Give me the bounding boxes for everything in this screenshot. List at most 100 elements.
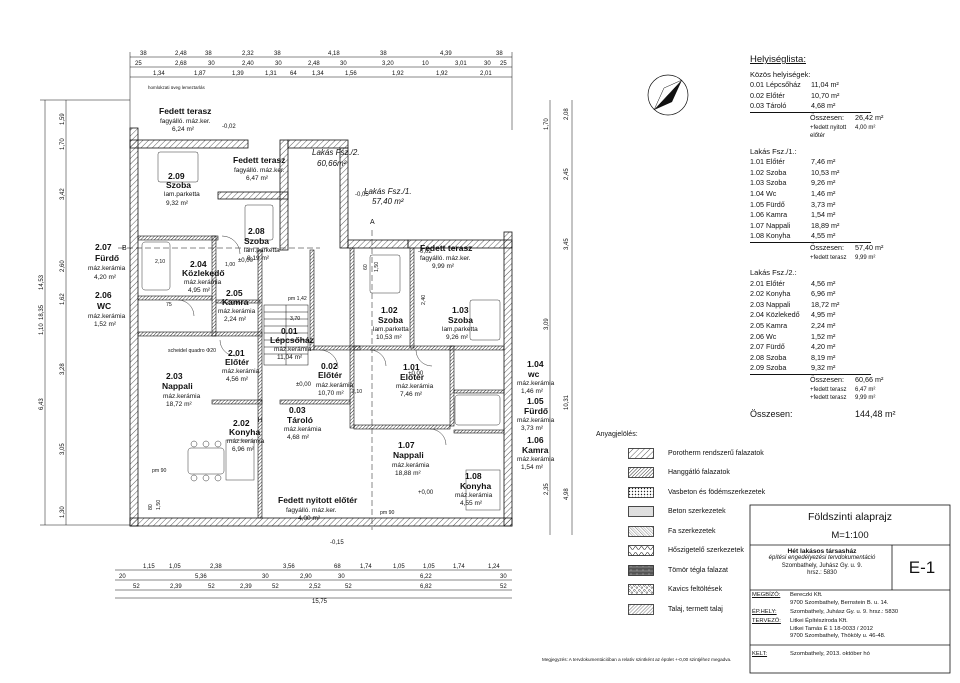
flat2-code: 2.06 [750, 331, 764, 341]
legend-label: Fa szerkezetek [668, 527, 716, 535]
legend-item: Vasbeton és födémszerkezetek [628, 484, 765, 500]
top-dimension-texts: 38 2,48 38 2,32 38 4,18 38 4,39 38 25 2,… [135, 51, 507, 77]
room-2-02-area: 6,96 m² [232, 446, 255, 453]
room-2-06-code: 2.06 [95, 290, 112, 300]
level-2: -0,02 [418, 249, 432, 255]
legend-swatch [628, 545, 654, 556]
dim-bot1-6: 1,05 [393, 564, 405, 570]
dim-top3-6: 1,56 [345, 71, 357, 77]
room-0-01-code: 0.01 [281, 326, 298, 336]
level-5: ±0,00 [238, 258, 254, 264]
dim-bot1-4: 68 [334, 564, 341, 570]
dim-bot2-1: 5,36 [195, 574, 207, 580]
sheet-code: E-1 [908, 558, 936, 577]
dim-top2-11: 25 [500, 61, 507, 67]
section-lines [118, 230, 373, 530]
flat2-area: 4,56 m² [811, 278, 836, 288]
dim-top1-1: 2,48 [175, 51, 187, 57]
flat1-name: Kamra [766, 210, 788, 220]
dim-top2-2: 30 [208, 61, 215, 67]
dim-left1-2: 3,42 [60, 188, 66, 200]
project-address: Szombathely, Juhász Gy. u. 9. [781, 562, 863, 569]
legend-label: Hanggátló falazatok [668, 469, 730, 476]
dim-left2-2: 6,43 [39, 398, 45, 410]
flat2-area: 18,72 m² [811, 299, 840, 309]
legend-item: Porotherm rendszerű falazatok [628, 445, 764, 461]
flat2-area: 9,32 m² [811, 363, 871, 375]
flat1-head: Lakás Fsz./1.: [750, 146, 797, 156]
dim-bot2-6: 30 [500, 574, 507, 580]
dim-bot3-5: 2,52 [309, 584, 321, 590]
date-row: KELT:Szombathely, 2013. október hó [752, 651, 870, 657]
flat1-area: 10,53 m² [811, 167, 840, 177]
bed-1-02 [369, 254, 401, 294]
room-2-04-area: 4,95 m² [188, 287, 211, 294]
dim-bot1-9: 1,24 [488, 564, 500, 570]
dim-left2-0: 18,35 [39, 304, 45, 320]
flat1-area: 1,54 m² [811, 210, 836, 220]
flat-labels: Lakás Fsz./2. 60,66m² Lakás Fsz./1. 57,4… [312, 148, 412, 206]
room-1-07-name: Nappali [393, 450, 424, 460]
room-1-06-code: 1.06 [527, 435, 544, 445]
misc-d11: 2,40 [421, 295, 427, 305]
right-dimension-chains [549, 100, 573, 535]
legend-swatch [628, 506, 654, 517]
dim-bot3-8: 52 [500, 584, 507, 590]
dim-bot3-3: 2,39 [240, 584, 252, 590]
room-1-07-floor: máz.kerámia [392, 462, 430, 469]
room-0-02-floor: máz.kerámia [316, 382, 354, 389]
dim-top2-1: 2,68 [175, 61, 187, 67]
room-1-03-name: Szoba [448, 315, 473, 325]
dim-top3-4: 64 [290, 71, 297, 77]
common-name: Lépcsőház [766, 80, 801, 90]
room-1-03-area: 9,26 m² [446, 334, 469, 341]
dim-right1-0: 2,08 [564, 108, 570, 120]
dim-top1-6: 38 [380, 51, 387, 57]
dim-bot3-0: 52 [133, 584, 140, 590]
designer-row: TERVEZŐ:Litkei Építésziroda Kft. Litkei … [752, 618, 886, 640]
flat2-code: 2.01 [750, 278, 764, 288]
dim-top2-4: 30 [275, 61, 282, 67]
dim-top3-3: 1,31 [265, 71, 277, 77]
dim-bot1-8: 1,74 [453, 564, 465, 570]
legend-label: Talaj, termett talaj [668, 605, 723, 613]
flat1-code: 1.01 [750, 157, 764, 167]
dim-right1-4: 3,09 [544, 318, 550, 330]
dim-left1-5: 3,28 [60, 363, 66, 375]
terrace-4-area: 4,00 m² [298, 515, 321, 522]
room-2-06-area: 1,52 m² [94, 321, 117, 328]
room-1-01-name: Előtér [400, 372, 425, 382]
room-2-01-floor: máz.kerámia [222, 368, 260, 375]
outer-walls [129, 127, 513, 527]
room-0-01-floor: máz.kerámia [274, 346, 312, 353]
room-2-08-name: Szoba [244, 236, 269, 246]
flat2-area: 4,95 m² [811, 310, 836, 320]
flat1-code: 1.07 [750, 220, 764, 230]
misc-dimensions: 2,10 75 1,00 pm 90 pm 1,42 3,70 scheidel… [122, 219, 427, 516]
project-info: Hét lakásos társasház építési engedélyez… [752, 548, 892, 578]
dim-bot2-3: 2,90 [300, 574, 312, 580]
misc-d12: 60 [363, 264, 369, 270]
flat2-code: 2.09 [750, 363, 766, 375]
grand-total: Összesen:144,48 m² [750, 408, 896, 419]
legend-swatch [628, 525, 654, 537]
dim-bot3-6: 52 [345, 584, 352, 590]
misc-d8: pm 90 [380, 510, 395, 516]
dim-bot1-0: 1,15 [143, 564, 155, 570]
terrace-labels: Fedett terasz fagyálló. máz.ker. 6,24 m²… [159, 106, 472, 522]
left-dimension-chains [40, 99, 130, 526]
dim-top2-0: 25 [135, 61, 142, 67]
terrace-1-floor: fagyálló. máz.ker. [160, 118, 211, 125]
room-1-06-floor: máz.kerámia [517, 456, 555, 463]
dim-top2-7: 3,20 [382, 61, 394, 67]
dim-left2-3: 1,10 [39, 323, 45, 335]
dim-bot1-2: 2,38 [210, 564, 222, 570]
room-2-08-code: 2.08 [248, 226, 265, 236]
